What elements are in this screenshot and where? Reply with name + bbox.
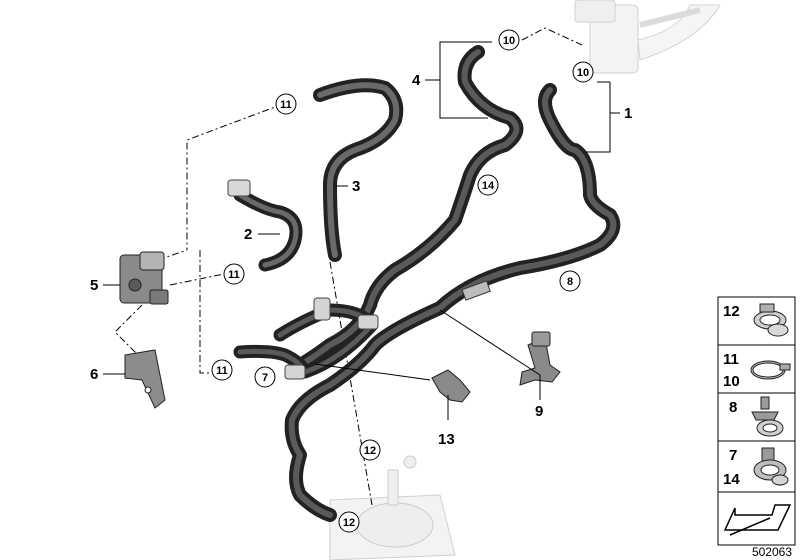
leader-lines [103, 41, 620, 420]
hose-part-1-8 [284, 83, 621, 522]
legend-number-12: 12 [723, 303, 740, 320]
legend-number-7: 7 [729, 447, 737, 464]
callout-12-middle: 12 [359, 439, 381, 461]
svg-text:7: 7 [262, 372, 268, 384]
holder-part-13 [431, 369, 471, 403]
svg-text:12: 12 [343, 517, 355, 529]
callout-10-top: 10 [498, 29, 520, 51]
part-label-4: 4 [412, 72, 421, 89]
part-label-9: 9 [535, 403, 543, 420]
part-label-5: 5 [90, 277, 98, 294]
part-label-3: 3 [352, 178, 360, 195]
arrow-symbol-icon [723, 504, 792, 536]
bracket-part-6 [124, 349, 166, 409]
hose-part-4-14 [288, 45, 524, 375]
holder-part-9 [519, 331, 561, 386]
callout-11-bottom: 11 [211, 359, 233, 381]
legend-number-14: 14 [723, 471, 740, 488]
svg-text:11: 11 [280, 99, 292, 111]
hose-part-3 [313, 78, 404, 262]
reference-number: 502063 [752, 545, 792, 559]
part-label-1: 1 [624, 105, 632, 122]
callout-8: 8 [559, 270, 581, 292]
callout-14: 14 [477, 174, 499, 196]
svg-text:11: 11 [216, 365, 228, 377]
svg-text:10: 10 [577, 67, 589, 79]
svg-text:12: 12 [364, 445, 376, 457]
assembly-dash-lines [114, 27, 583, 506]
double-hose-clamp-icon [753, 303, 789, 337]
callout-12-bottom: 12 [338, 511, 360, 533]
push-clip-holder-icon [751, 396, 784, 437]
svg-text:11: 11 [228, 269, 240, 281]
part-labels: 1 2 3 4 5 6 9 13 [90, 72, 632, 448]
spring-band-clamp-icon [750, 360, 791, 380]
callout-11-top: 11 [275, 93, 297, 115]
part-label-6: 6 [90, 366, 98, 383]
callout-circles: 10 10 11 11 11 7 14 8 [211, 29, 594, 533]
hose-part-2 [227, 179, 303, 272]
svg-text:8: 8 [567, 276, 573, 288]
svg-text:14: 14 [482, 180, 495, 192]
legend-panel: 12 11 10 8 7 14 [717, 296, 796, 546]
water-valve-part-5 [119, 251, 169, 305]
callout-10-right: 10 [572, 61, 594, 83]
callout-11-middle: 11 [223, 263, 245, 285]
legend-number-8: 8 [729, 399, 737, 416]
svg-text:10: 10 [503, 35, 515, 47]
part-label-2: 2 [244, 226, 252, 243]
ghost-engine-bottom [329, 455, 456, 560]
legend-number-10: 10 [723, 373, 740, 390]
ghost-radiator-top-right [574, 0, 721, 74]
part-label-13: 13 [438, 431, 455, 448]
callout-7: 7 [254, 366, 276, 388]
hose-clip-icon [753, 447, 789, 486]
hose-part-7 [233, 297, 379, 380]
legend-number-11: 11 [723, 351, 739, 368]
